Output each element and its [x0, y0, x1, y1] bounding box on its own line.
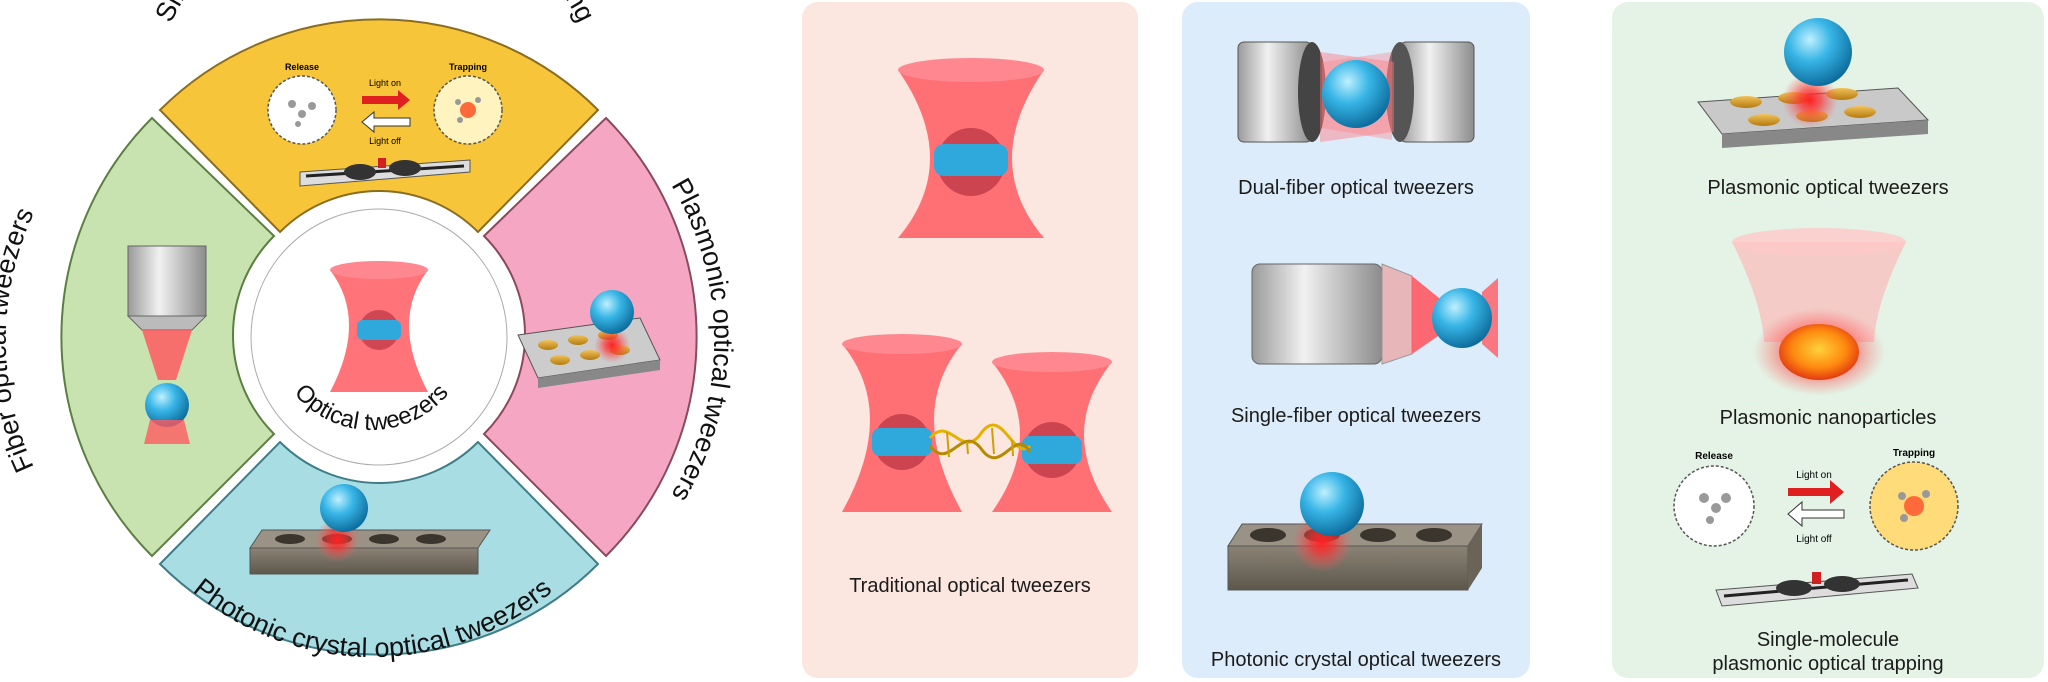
- gold-disk-array-icon: [1697, 18, 1930, 148]
- bead-icon: [1784, 18, 1852, 86]
- bead-icon: [934, 144, 1008, 176]
- caption-plasmonic-tweezers: Plasmonic optical tweezers: [1707, 177, 1949, 199]
- bead-icon: [357, 320, 401, 340]
- molecule-icon: [1699, 490, 1930, 524]
- caption-photonic-crystal: Photonic crystal optical tweezers: [1210, 649, 1502, 671]
- bead-icon: [872, 428, 932, 456]
- inset-light-on-label-2: Light on: [1796, 470, 1832, 481]
- bead-icon: [1322, 60, 1390, 128]
- plasmonic-illustration: Release Trapping Light on Light off: [1673, 18, 1959, 607]
- inset-release-label: Release: [285, 62, 319, 72]
- single-molecule-trapping-icon: Release Trapping Light on Light off: [1673, 448, 1959, 607]
- photonic-crystal-icon: [249, 484, 491, 575]
- photonic-crystal-icon: [1227, 472, 1483, 591]
- molecule-icon: [288, 97, 481, 127]
- bead-icon: [1022, 436, 1082, 464]
- inset-trapping-label-2: Trapping: [1893, 448, 1935, 459]
- laser-beam-icon: [330, 261, 428, 392]
- plasmonic-nanoparticle-icon: [1732, 228, 1906, 396]
- traditional-illustration: [842, 58, 1112, 512]
- arrow-icon: [362, 90, 410, 110]
- caption-traditional: Traditional optical tweezers: [849, 575, 1091, 597]
- inset-light-off-label-2: Light off: [1796, 534, 1832, 545]
- single-molecule-inset: Release Trapping Light on Light off: [267, 62, 503, 187]
- overview-ring-diagram: Single-molecule plasmonic optical trappi…: [0, 0, 738, 663]
- panel-traditional: Traditional optical tweezers: [802, 2, 1138, 678]
- laser-beam-icon: [842, 334, 962, 512]
- laser-beam-icon: [898, 58, 1044, 238]
- caption-single-molecule-1: Single-molecule: [1756, 629, 1900, 651]
- bead-icon: [1300, 472, 1364, 536]
- dna-icon: [928, 423, 1032, 460]
- bead-icon: [145, 383, 189, 427]
- inset-release-label-2: Release: [1695, 451, 1733, 462]
- panel-plasmonic: Release Trapping Light on Light off Plas…: [1612, 2, 2044, 678]
- caption-single-fiber: Single-fiber optical tweezers: [1230, 405, 1482, 427]
- fiber-icon: [126, 245, 208, 444]
- bead-icon: [590, 290, 634, 334]
- dual-fiber-icon: [1237, 41, 1475, 143]
- inset-light-off-label: Light off: [369, 136, 401, 146]
- bead-icon: [320, 484, 368, 532]
- caption-plasmonic-nanoparticles: Plasmonic nanoparticles: [1719, 407, 1937, 429]
- caption-single-molecule-2: plasmonic optical trapping: [1712, 653, 1944, 675]
- laser-beam-icon: [992, 352, 1112, 512]
- panel-fiber: Dual-fiber optical tweezers Single-fiber…: [1182, 2, 1530, 678]
- arrow-icon: [1788, 480, 1844, 504]
- fiber-illustration: [1227, 41, 1498, 591]
- inset-light-on-label: Light on: [369, 78, 401, 88]
- caption-dual-fiber: Dual-fiber optical tweezers: [1238, 177, 1474, 199]
- gold-disk-array-icon: [517, 290, 661, 388]
- inset-trapping-label: Trapping: [449, 62, 487, 72]
- bead-icon: [1432, 288, 1492, 348]
- single-fiber-icon: [1251, 263, 1498, 365]
